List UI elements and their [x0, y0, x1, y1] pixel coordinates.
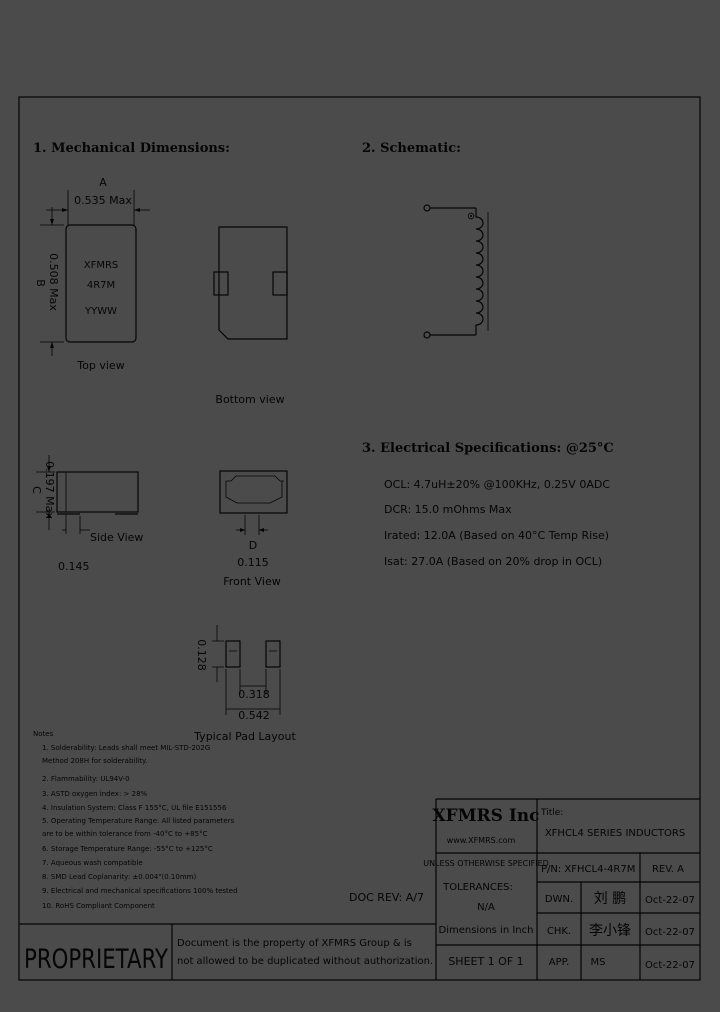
spec-dcr: DCR: 15.0 mOhms Max	[384, 503, 512, 516]
note-9: 9. Electrical and mechanical specificati…	[42, 887, 238, 895]
top-view-caption: Top view	[76, 359, 124, 372]
top-view-body	[65, 224, 137, 343]
schematic-heading: 2. Schematic:	[362, 141, 461, 156]
pad-layout-caption: Typical Pad Layout	[193, 730, 296, 743]
side-view-caption: Side View	[90, 531, 143, 544]
note-3: 3. ASTD oxygen index: > 28%	[42, 790, 148, 798]
schematic	[423, 204, 489, 339]
marking-line-2: 4R7M	[87, 280, 115, 291]
dimensions-unit: Dimensions in Inch	[439, 925, 534, 936]
note-4: 4. Insulation System: Class F 155°C, UL …	[42, 804, 227, 812]
company-name: XFMRS Inc	[432, 806, 539, 826]
bottom-view: Bottom view	[213, 226, 288, 406]
drawing-title: XFHCL4 SERIES INDUCTORS	[545, 828, 685, 839]
front-view-caption: Front View	[223, 575, 280, 588]
spec-isat: Isat: 27.0A (Based on 20% drop in OCL)	[384, 555, 602, 568]
note-8: 8. SMD Lead Coplanarity: ±0.004"(0.10mm)	[42, 873, 196, 881]
pad-layout: 0.128 0.318 0.542 Typical Pad Layout	[193, 625, 297, 743]
dim-d-label: D	[249, 539, 257, 552]
dim-c-label: C	[30, 486, 43, 494]
spec-irated: Irated: 12.0A (Based on 40°C Temp Rise)	[384, 529, 609, 542]
dwn-date: Oct-22-07	[645, 895, 695, 906]
note-7: 7. Aqueous wash compatible	[42, 859, 143, 867]
marking-line-3: YYWW	[84, 306, 117, 317]
front-view: D 0.115 Front View	[219, 470, 288, 588]
dim-b-label: B	[34, 279, 47, 287]
note-10: 10. RoHS Compliant Component	[42, 902, 155, 910]
dim-b-value: 0.508 Max	[47, 253, 60, 311]
unless-specified: UNLESS OTHERWISE SPECIFIED	[423, 859, 549, 868]
pad-gap-value: 0.318	[238, 688, 270, 701]
chk-label: CHK.	[547, 926, 571, 937]
mech-heading: 1. Mechanical Dimensions:	[33, 141, 230, 156]
sheet-number: SHEET 1 OF 1	[448, 955, 523, 968]
note-1b: Method 208H for solderability.	[42, 757, 147, 765]
note-6: 6. Storage Temperature Range: -55°C to +…	[42, 845, 213, 853]
sheet-border	[18, 96, 701, 981]
proprietary-line-1: Document is the property of XFMRS Group …	[177, 938, 412, 949]
pad-height-value: 0.128	[195, 639, 208, 671]
side-view: 0.197 Max C Side View 0.145	[30, 455, 143, 573]
dim-a-value: 0.535 Max	[74, 194, 132, 207]
title-block: XFMRS Inc www.XFMRS.com Title: XFHCL4 SE…	[19, 798, 700, 980]
electrical-heading: 3. Electrical Specifications: @25°C	[362, 441, 614, 456]
polarity-dot-icon	[467, 212, 475, 220]
bottom-view-caption: Bottom view	[215, 393, 284, 406]
title-label: Title:	[540, 808, 563, 818]
proprietary-line-2: not allowed to be duplicated without aut…	[177, 956, 433, 967]
app-name: MS	[591, 957, 606, 968]
note-2: 2. Flammability: UL94V-0	[42, 775, 130, 783]
tolerances-value: N/A	[477, 902, 495, 913]
dim-d-value: 0.115	[237, 556, 269, 569]
part-number: P/N: XFHCL4-4R7M	[541, 864, 635, 875]
dim-c-value: 0.197 Max	[43, 461, 56, 519]
spec-ocl: OCL: 4.7uH±20% @100KHz, 0.25V 0ADC	[384, 478, 610, 491]
notes: Notes 1. Solderability: Leads shall meet…	[33, 730, 238, 910]
note-1: 1. Solderability: Leads shall meet MIL-S…	[42, 744, 210, 752]
dwn-label: DWN.	[545, 894, 573, 905]
note-5b: are to be within tolerance from -40°C to…	[42, 830, 208, 838]
chk-date: Oct-22-07	[645, 927, 695, 938]
pad-total-value: 0.542	[238, 709, 270, 722]
note-5: 5. Operating Temperature Range: All list…	[42, 817, 235, 825]
chk-name: 李小锋	[589, 923, 631, 939]
dim-a-label: A	[99, 176, 107, 189]
top-view: A 0.535 Max XFMRS 4R7M YYWW 0.508 Max B …	[34, 176, 150, 372]
tolerances-label: TOLERANCES:	[442, 882, 513, 893]
app-date: Oct-22-07	[645, 960, 695, 971]
dwn-name: 刘 鹏	[594, 891, 626, 907]
marking-line-1: XFMRS	[84, 260, 119, 271]
notes-title: Notes	[33, 730, 54, 738]
revision: REV. A	[652, 864, 684, 875]
doc-rev: DOC REV: A/7	[349, 891, 424, 904]
app-label: APP.	[549, 957, 570, 968]
company-website: www.XFMRS.com	[447, 836, 516, 845]
side-dim-value: 0.145	[58, 560, 90, 573]
proprietary-label: PROPRIETARY	[24, 944, 168, 975]
